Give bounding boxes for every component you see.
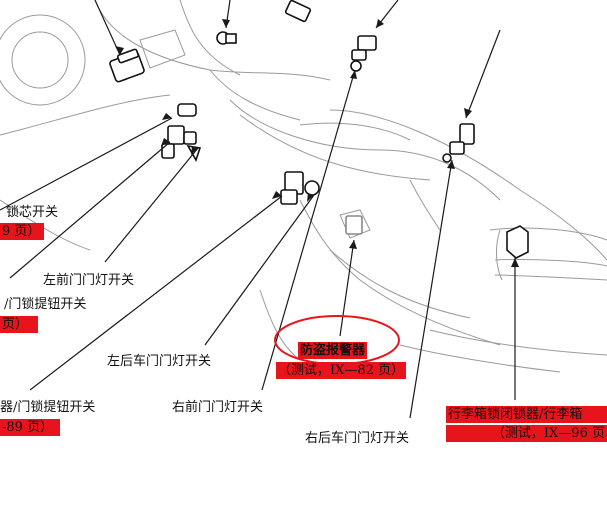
label-anti-theft-test: （测试，IX—82 页） <box>276 362 407 379</box>
car-outline <box>0 0 607 373</box>
leader-lines <box>0 0 516 419</box>
label-anti-theft-alarm: 防盗报警器 <box>298 342 368 359</box>
label-door-lock-knob-page: 页） <box>0 316 38 333</box>
label-trunk-lock-switch: 行李箱锁闭锁器/行李箱 <box>446 406 607 423</box>
label-door-lock-knob-switch: /门锁提钮开关 <box>4 297 87 312</box>
label-rear-right-door-light: 右后车门门灯开关 <box>305 431 410 446</box>
label-front-left-door-light: 左前门门灯开关 <box>43 273 135 288</box>
arrow-heads <box>115 19 519 267</box>
label-trunk-test: （测试，IX—96 页 <box>446 425 607 442</box>
component-icons <box>109 0 529 259</box>
label-lock-core-switch: 锁芯开关 <box>6 205 59 220</box>
label-rear-door-lock-page: -89 页） <box>0 419 60 436</box>
label-rear-left-door-light: 左后车门门灯开关 <box>107 354 212 369</box>
label-rear-door-lock-knob: 器/门锁提钮开关 <box>0 400 96 415</box>
label-front-right-door-light: 右前门门灯开关 <box>172 400 264 415</box>
label-lock-core-page: 9 页） <box>0 223 44 240</box>
